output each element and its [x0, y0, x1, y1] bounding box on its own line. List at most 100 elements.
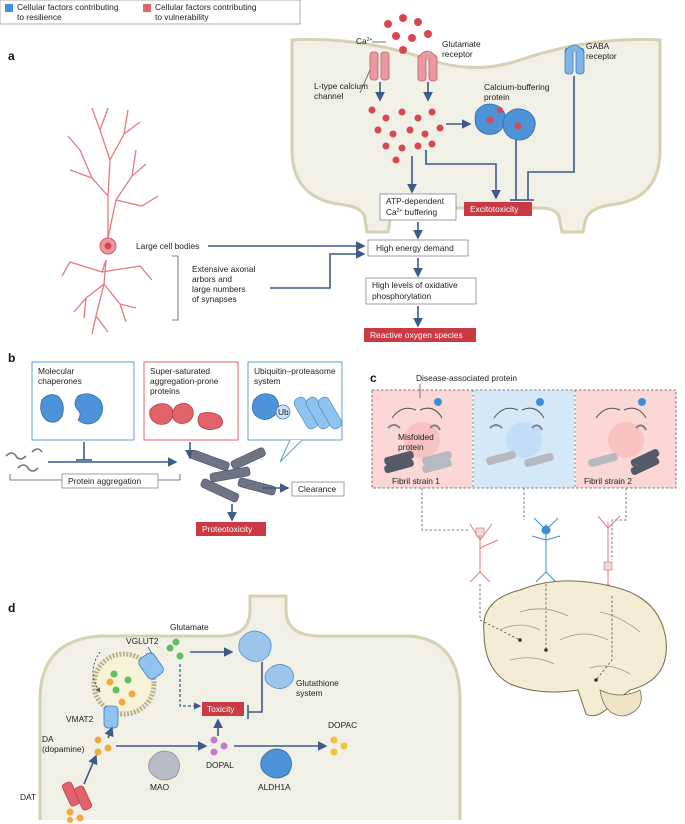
fibril-strain1-label: Fibril strain 1	[392, 476, 440, 486]
clearance-box	[291, 481, 345, 497]
legend-resilience-line1: Cellular factors contributing	[17, 2, 119, 12]
vglut2-label: VGLUT2	[126, 636, 159, 646]
vmat2-transporter-icon	[103, 705, 119, 729]
ups-line2: system	[254, 376, 281, 386]
proteotoxicity-box	[196, 522, 266, 536]
protein-aggregation-box	[61, 473, 159, 489]
high-energy-demand-label: High energy demand	[376, 243, 454, 253]
neuron-illustration	[61, 107, 159, 335]
legend: Cellular factors contributing to resilie…	[0, 0, 301, 25]
panel-b-letter: b	[8, 351, 15, 365]
atp-buffering-line2: Ca2+ buffering	[386, 207, 438, 217]
vmat2-label: VMAT2	[66, 714, 94, 724]
da-line1: DA	[42, 734, 54, 744]
ubiquitin-icon: Ub	[252, 393, 291, 420]
extracellular-calcium-ions	[384, 14, 432, 54]
panel-a: a Ca2+ Glutamate receptor GABA receptor …	[8, 14, 662, 342]
dopal-molecules	[210, 736, 228, 756]
dopamine-molecules	[94, 736, 112, 756]
supersaturated-line2: aggregation-prone	[150, 376, 219, 386]
neuron-blue	[531, 517, 561, 583]
dopal-label: DOPAL	[206, 760, 234, 770]
atp-buffering-box	[379, 193, 457, 221]
panel-d-letter: d	[8, 601, 15, 615]
legend-resilience-swatch	[5, 4, 13, 12]
excitotoxicity-label: Excitotoxicity	[470, 204, 519, 214]
misfolded-monomers-icon	[5, 448, 43, 472]
legend-vulnerability-line2: to vulnerability	[155, 12, 209, 22]
glutathione-line2: system	[296, 688, 323, 698]
glutamate-receptor-line1: Glutamate	[442, 39, 481, 49]
vesicle-glutamate	[110, 670, 132, 694]
synaptic-terminal	[290, 37, 662, 234]
proteasome-icon	[293, 396, 343, 430]
mao-label: MAO	[150, 782, 170, 792]
panel-c: c Disease-associated protein Misfolded p…	[370, 371, 677, 717]
oxidative-line2: phosphorylation	[372, 291, 431, 301]
panel-d: d VGLUT2 VMAT2 Glutamate Glutathione	[8, 594, 462, 823]
toxicity-label: Toxicity	[207, 704, 235, 714]
proteotoxicity-label: Proteotoxicity	[202, 524, 253, 534]
neuron-red-2	[597, 515, 621, 595]
vesicle	[91, 651, 157, 717]
glutamate-receptor-line2: receptor	[442, 49, 473, 59]
toxicity-box	[202, 702, 244, 716]
intracellular-calcium-ions	[368, 106, 444, 164]
glutamate-label: Glutamate	[170, 622, 209, 632]
l-type-channel-icon	[380, 51, 390, 81]
high-energy-demand-box	[367, 239, 469, 257]
dopac-label: DOPAC	[328, 720, 357, 730]
extracellular-dopamine	[66, 808, 84, 823]
supersaturated-box	[143, 361, 239, 441]
oxidative-phosphorylation-box	[365, 277, 477, 305]
panel-c-letter: c	[370, 371, 377, 385]
protein-aggregation-label: Protein aggregation	[68, 476, 141, 486]
legend-vulnerability-line1: Cellular factors contributing	[155, 2, 257, 12]
glutamate-receptor-icon	[428, 54, 438, 82]
large-cell-bodies-label: Large cell bodies	[136, 241, 199, 251]
chaperones-line1: Molecular	[38, 366, 75, 376]
fibril-icons	[384, 449, 660, 475]
glutathione-line1: Glutathione	[296, 678, 339, 688]
legend-resilience-line2: to resilience	[17, 12, 62, 22]
dopamine-terminal	[38, 594, 462, 820]
ros-label: Reactive oxygen species	[370, 330, 463, 340]
supersaturated-line3: proteins	[150, 386, 180, 396]
da-line2: (dopamine)	[42, 744, 85, 754]
protein-aggregate-icon	[190, 447, 277, 503]
misfolded-line1: Misfolded	[398, 432, 434, 442]
glutathione-system-icon	[238, 630, 294, 689]
ups-line1: Ubiquitin–proteasome	[254, 366, 336, 376]
glutamate-molecules	[166, 638, 184, 660]
supersaturated-line1: Super-saturated	[150, 366, 210, 376]
neuron-red-1	[469, 523, 499, 583]
gaba-receptor-line1: GABA	[586, 41, 610, 51]
l-type-channel-line2: channel	[314, 91, 343, 101]
aldh1a-enzyme-icon	[260, 748, 292, 779]
chaperones-line2: chaperones	[38, 376, 82, 386]
clearance-label: Clearance	[298, 484, 337, 494]
ub-label: Ub	[278, 407, 289, 417]
calcium-buffering-line2: protein	[484, 92, 510, 102]
misfolded-line2: protein	[398, 442, 424, 452]
axonal-arbors-line2: arbors and	[192, 274, 232, 284]
panel-b: b Molecular chaperones Super-saturated a…	[5, 351, 345, 536]
calcium-buffering-protein-icon	[474, 103, 536, 141]
panel-a-letter: a	[8, 49, 15, 63]
gaba-receptor-line2: receptor	[586, 51, 617, 61]
vglut2-transporter-icon	[138, 652, 164, 680]
brain-illustration	[483, 580, 667, 717]
oxidative-line1: High levels of oxidative	[372, 280, 458, 290]
vesicle-dopamine	[106, 678, 136, 706]
legend-vulnerability-swatch	[143, 4, 151, 12]
mao-enzyme-icon	[148, 750, 180, 781]
ros-box	[364, 328, 476, 342]
chaperone-icon	[40, 393, 103, 425]
atp-buffering-line1: ATP-dependent	[386, 196, 445, 206]
excitotoxicity-box	[464, 202, 532, 216]
disease-protein-icons	[434, 398, 646, 406]
axonal-arbors-line1: Extensive axonal	[192, 264, 255, 274]
fibril-strain2-label: Fibril strain 2	[584, 476, 632, 486]
